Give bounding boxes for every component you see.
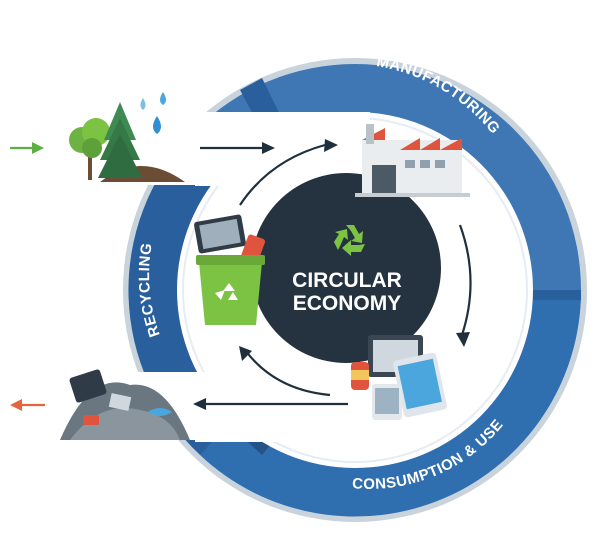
arrowhead	[324, 139, 338, 152]
center-hub: CIRCULAR ECONOMY	[251, 173, 441, 363]
waste-pile-icon	[60, 369, 190, 440]
arrow-heads	[193, 139, 470, 410]
cycle-arrows	[200, 143, 472, 406]
nature-resources-icon	[69, 92, 185, 182]
output-arrow-icon	[10, 399, 45, 411]
center-circle	[251, 173, 441, 363]
arrow-recycle-to-manufacture	[239, 143, 326, 206]
arrow-manufacture-to-consume	[458, 224, 472, 336]
factory-icon	[355, 124, 470, 197]
arrowhead	[193, 398, 206, 410]
center-title-line2: ECONOMY	[293, 292, 402, 315]
recycling-bin-icon	[194, 214, 266, 325]
consumer-devices-icon	[351, 335, 447, 420]
segment-divider	[520, 290, 581, 300]
arrowhead	[239, 346, 252, 361]
arrow-consume-to-recycle	[244, 349, 331, 397]
arrowhead	[262, 142, 275, 154]
recycle-icon	[334, 225, 365, 256]
arrowhead	[456, 332, 470, 347]
input-arrow-icon	[10, 142, 44, 154]
center-title-line1: CIRCULAR	[292, 269, 402, 292]
